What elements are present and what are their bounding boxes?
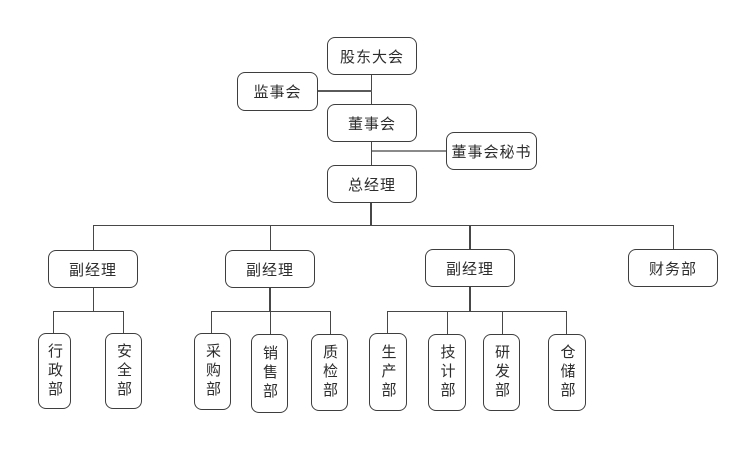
org-node-label: 副经理 [245, 261, 294, 279]
org-node-technology: 技计部 [428, 334, 466, 411]
org-node-label: 研发部 [493, 344, 510, 401]
org-node-label: 销售部 [261, 345, 278, 402]
org-node-label: 采购部 [204, 343, 221, 400]
org-node-admin: 行政部 [38, 333, 71, 409]
connector-drop-quality [330, 311, 331, 335]
connector-drop-production [387, 311, 388, 334]
org-node-label: 董事会秘书 [451, 143, 532, 161]
org-node-warehouse: 仓储部 [548, 334, 586, 411]
org-node-general-manager: 总经理 [327, 165, 417, 203]
org-node-label: 生产部 [379, 343, 397, 401]
org-node-label: 财务部 [648, 260, 697, 278]
org-node-shareholders: 股东大会 [327, 37, 417, 75]
connector-supervisory-link [317, 90, 372, 92]
org-node-security: 安全部 [105, 333, 142, 409]
org-node-label: 行政部 [46, 342, 63, 400]
connector-drop-sales [270, 311, 271, 335]
connector-drop-purchasing [211, 311, 212, 334]
connector-group2-bar [211, 311, 331, 312]
org-node-label: 安全部 [115, 342, 132, 400]
connector-deputy2-stem [269, 287, 271, 312]
org-node-label: 质检部 [321, 344, 338, 401]
org-node-supervisory: 监事会 [237, 72, 318, 111]
org-node-rnd: 研发部 [483, 334, 520, 411]
connector-drop-security [123, 311, 124, 334]
org-node-deputy3: 副经理 [425, 249, 515, 287]
org-node-label: 副经理 [68, 261, 117, 279]
org-node-board: 董事会 [327, 104, 417, 142]
org-node-label: 副经理 [445, 260, 494, 278]
org-node-deputy2: 副经理 [225, 250, 315, 288]
connector-group3-bar [387, 311, 567, 312]
org-node-label: 技计部 [438, 344, 456, 401]
org-node-label: 仓储部 [558, 344, 576, 401]
org-node-quality: 质检部 [311, 334, 348, 411]
org-node-sales: 销售部 [251, 334, 288, 413]
connector-drop-finance [673, 225, 674, 250]
org-node-label: 监事会 [253, 84, 302, 101]
connector-group1-bar [53, 311, 124, 312]
connector-gm-stem [370, 202, 372, 226]
connector-drop-warehouse [566, 311, 567, 335]
connector-drop-deputy3 [469, 225, 471, 250]
connector-drop-rnd [502, 311, 503, 335]
org-node-label: 董事会 [347, 115, 396, 133]
org-node-deputy1: 副经理 [48, 250, 138, 288]
org-node-board-secretary: 董事会秘书 [446, 132, 537, 170]
org-node-production: 生产部 [369, 333, 407, 411]
connector-drop-technology [447, 311, 448, 335]
connector-board-gm [371, 141, 372, 166]
connector-shareholders-board [371, 74, 372, 105]
org-node-label: 总经理 [347, 176, 396, 194]
connector-deputy3-stem [469, 286, 471, 312]
connector-deputy1-stem [93, 287, 94, 312]
connector-main-bar [93, 225, 674, 226]
org-node-finance: 财务部 [628, 249, 718, 287]
connector-drop-deputy1 [93, 225, 94, 251]
connector-drop-admin [53, 311, 54, 334]
connector-secretary-link [372, 150, 446, 152]
org-node-label: 股东大会 [339, 48, 404, 66]
connector-drop-deputy2 [270, 225, 271, 251]
org-node-purchasing: 采购部 [194, 333, 231, 410]
